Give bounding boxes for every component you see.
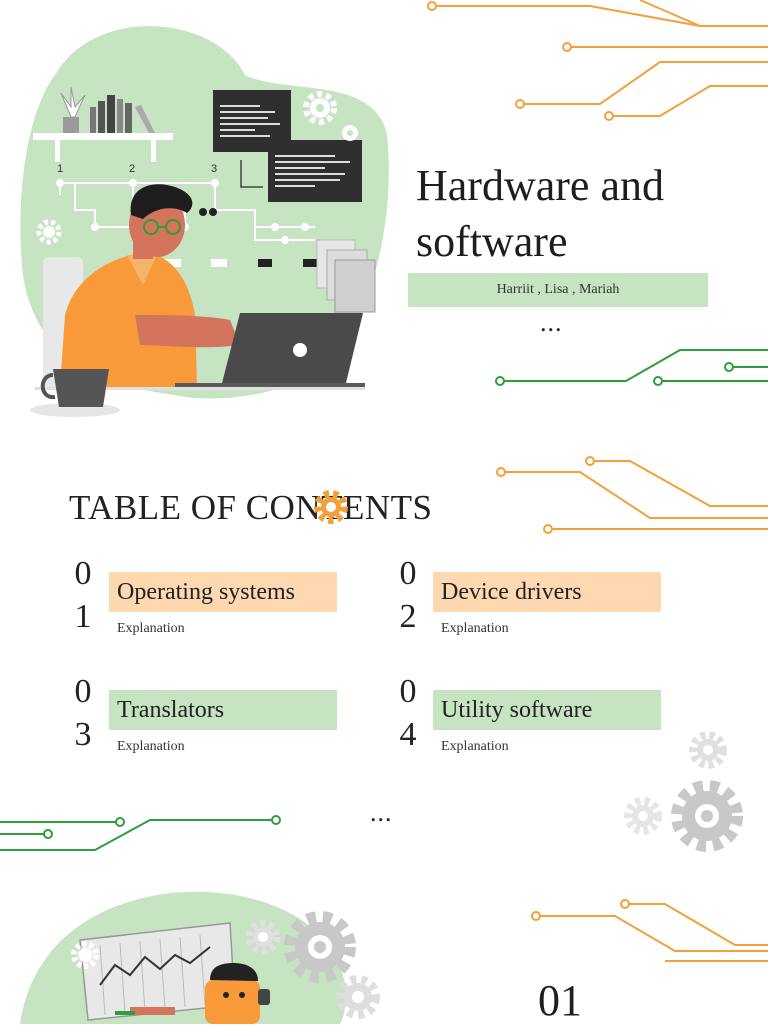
cover-title-line1: Hardware and: [416, 161, 664, 210]
analyst-illustration: [20, 891, 380, 1024]
orange-circuit-bottom: [531, 899, 768, 962]
authors-banner: Harriit , Lisa , Mariah: [408, 273, 708, 307]
orange-circuit-top: [427, 0, 768, 121]
toc-item-utility-software[interactable]: Utility software: [433, 690, 661, 730]
gear-icon: [303, 91, 337, 125]
gear-icon: [624, 797, 662, 835]
toc-item-operating-systems[interactable]: Operating systems: [109, 572, 337, 612]
toc-item-device-drivers[interactable]: Device drivers: [433, 572, 661, 612]
section-number: 01: [538, 976, 582, 1025]
toc-ellipsis: ...: [370, 798, 393, 827]
gear-icon: [336, 975, 380, 1019]
toc-item-translators[interactable]: Translators: [109, 690, 337, 730]
toc-number: 0 4: [399, 673, 417, 753]
toc-number: 0 2: [399, 555, 417, 635]
step-label: 1: [57, 163, 63, 175]
step-label: 2: [129, 163, 135, 175]
toc-number: 0 1: [74, 555, 92, 635]
gears-cluster: [624, 732, 743, 852]
gear-icon: [689, 732, 727, 769]
green-circuit-right: [495, 349, 768, 386]
developer-illustration: 1 2 3: [20, 26, 389, 417]
toc-item-explanation: Explanation: [117, 739, 185, 754]
toc-heading: TABLE OF CONTENTS: [69, 488, 433, 527]
toc-number: 0 3: [74, 673, 92, 753]
step-label: 3: [211, 163, 217, 175]
cover-title: Hardware and software: [416, 158, 746, 270]
cover-title-line2: software: [416, 217, 568, 266]
gear-icon: [671, 780, 743, 852]
gear-icon: [314, 490, 348, 524]
green-circuit-left: [0, 815, 281, 851]
toc-item-explanation: Explanation: [441, 739, 509, 754]
gear-icon: [284, 911, 356, 983]
cover-ellipsis: ...: [540, 308, 563, 337]
gear-icon: [71, 941, 99, 969]
toc-item-explanation: Explanation: [117, 621, 185, 636]
toc-item-explanation: Explanation: [441, 621, 509, 636]
orange-circuit-mid: [496, 456, 768, 534]
gear-icon: [245, 919, 281, 955]
